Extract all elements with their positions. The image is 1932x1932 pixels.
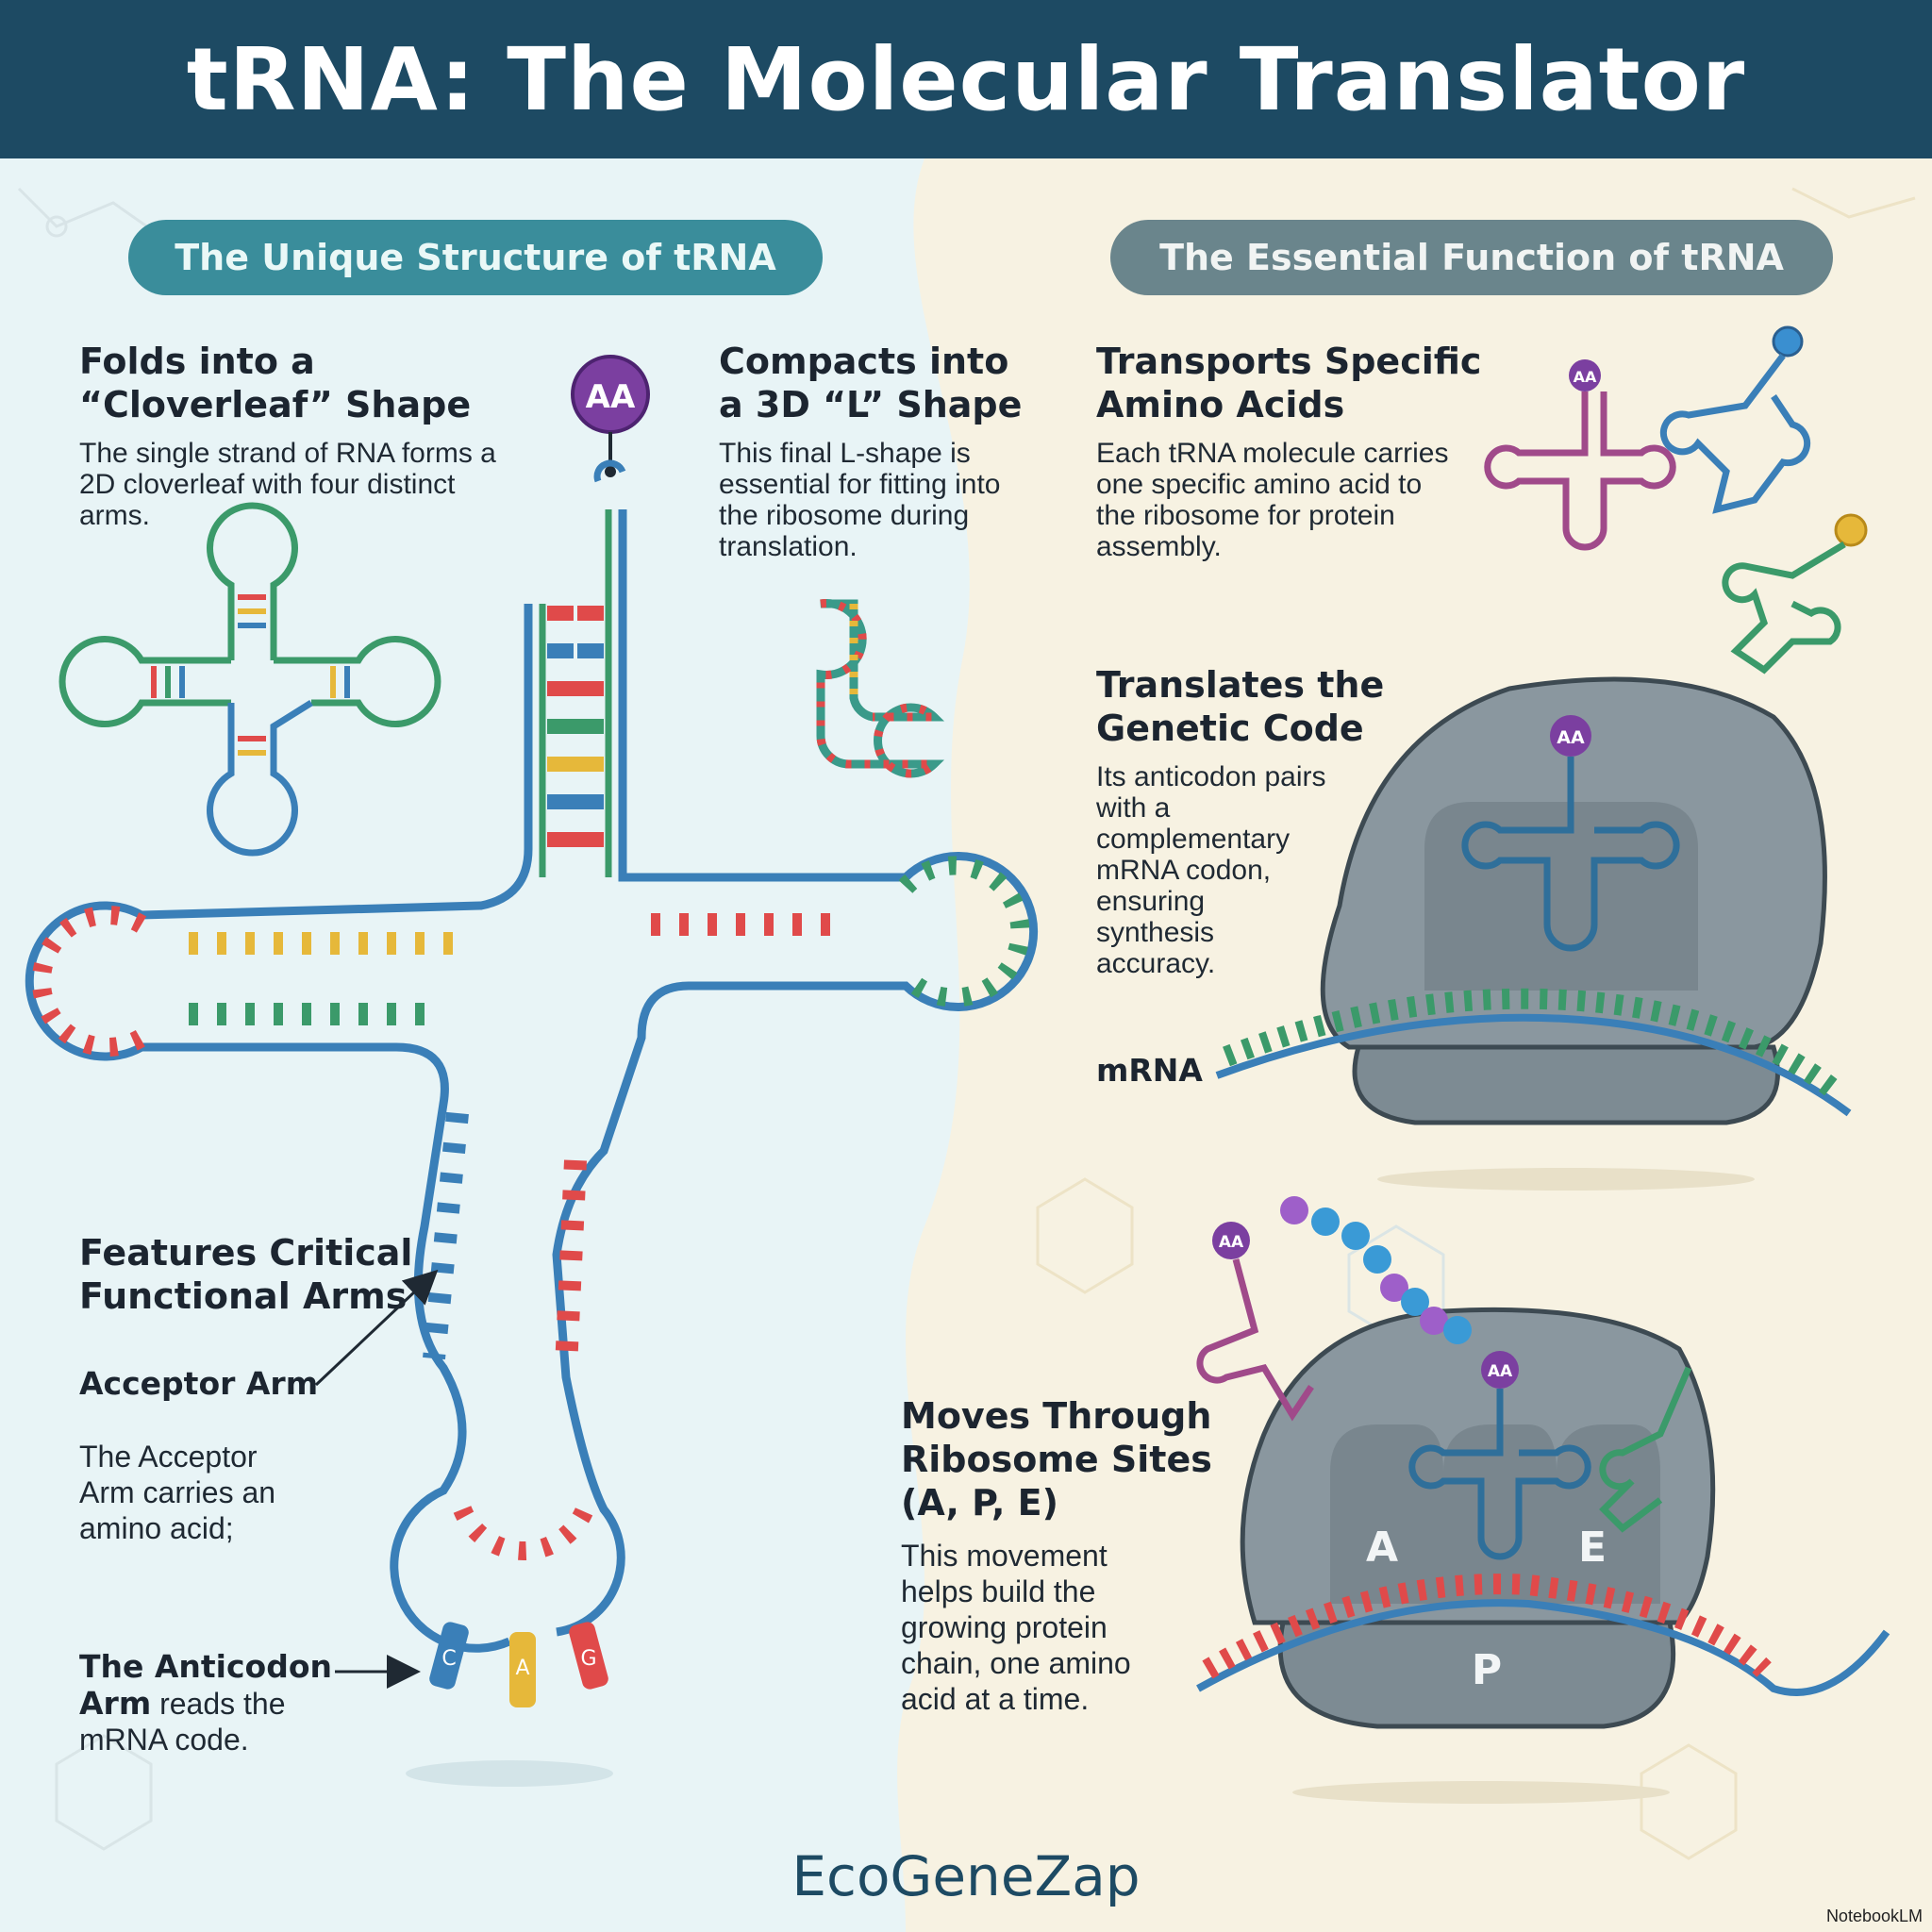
transport-trnas: AA: [1484, 325, 1868, 675]
transport-block: Transports Specific Amino Acids Each tRN…: [1096, 340, 1481, 562]
moves-body-2: helps build the: [901, 1574, 1096, 1608]
page-title: tRNA: The Molecular Translator: [186, 28, 1746, 130]
transport-body-4: assembly.: [1096, 531, 1222, 562]
translate-body-2: with a: [1096, 792, 1171, 824]
anticodon-letter-2: A: [515, 1657, 529, 1680]
moves-heading-3: (A, P, E): [901, 1482, 1059, 1524]
moves-block: Moves Through Ribosome Sites (A, P, E) T…: [901, 1394, 1212, 1717]
moves-body-5: acid at a time.: [901, 1682, 1090, 1716]
section-pill-structure: The Unique Structure of tRNA: [128, 220, 823, 295]
translate-body-1: Its anticodon pairs: [1096, 761, 1326, 792]
notebooklm-watermark: NotebookLM: [1825, 1907, 1923, 1925]
translate-body-7: accuracy.: [1096, 948, 1216, 979]
cloverleaf-heading-2: “Cloverleaf” Shape: [79, 384, 472, 425]
anticodon-rest: reads the: [151, 1687, 286, 1721]
aa-label-ribosome-1: AA: [1557, 727, 1585, 748]
l-shape-trna: [816, 599, 945, 778]
lshape-body-2: essential for fitting into: [719, 469, 1001, 500]
lshape-body-3: the ribosome during: [719, 500, 970, 531]
aa-label-ribosome-2b: AA: [1488, 1362, 1513, 1381]
moves-heading-1: Moves Through: [901, 1395, 1212, 1437]
acceptor-body-3: amino acid;: [79, 1511, 234, 1545]
small-cloverleaf: [58, 502, 441, 857]
anticodon-bold-1: The Anticodon: [79, 1648, 333, 1685]
peptide-chain: [1280, 1196, 1472, 1344]
big-aa-label: AA: [586, 378, 636, 416]
aa-label-small-1: AA: [1574, 368, 1597, 386]
lshape-body-4: translation.: [719, 531, 858, 562]
acceptor-arm-label: Acceptor Arm: [79, 1365, 319, 1402]
cloverleaf-block: Folds into a “Cloverleaf” Shape The sing…: [79, 340, 496, 531]
arms-heading-1: Features Critical: [79, 1232, 413, 1274]
cloverleaf-body-2: 2D cloverleaf with four distinct: [79, 469, 456, 500]
translate-heading-1: Translates the: [1096, 664, 1385, 706]
moves-body-3: growing protein: [901, 1610, 1108, 1644]
lshape-body-1: This final L-shape is: [719, 438, 971, 469]
anticodon-bases: C A G: [429, 1622, 608, 1707]
anticodon-bold-2: Arm: [79, 1685, 152, 1722]
aa-label-ribosome-2a: AA: [1219, 1233, 1244, 1252]
transport-body-2: one specific amino acid to: [1096, 469, 1423, 500]
acceptor-body: The Acceptor Arm carries an amino acid;: [79, 1439, 275, 1546]
translate-body-4: mRNA codon,: [1096, 855, 1272, 886]
arms-heading-2: Functional Arms: [79, 1275, 408, 1317]
ribosome-translate: AA: [1215, 676, 1852, 1191]
lshape-block: Compacts into a 3D “L” Shape This final …: [719, 340, 1022, 562]
cloverleaf-body-1: The single strand of RNA forms a: [79, 438, 496, 469]
translate-heading-2: Genetic Code: [1096, 708, 1364, 749]
anticodon-letter-1: C: [441, 1647, 456, 1671]
acceptor-arrow: [314, 1269, 439, 1387]
moves-body-4: chain, one amino: [901, 1646, 1131, 1680]
arms-block: Features Critical Functional Arms: [79, 1231, 412, 1318]
moves-heading-2: Ribosome Sites: [901, 1439, 1212, 1480]
big-trna: AA C A: [25, 355, 1039, 1787]
translate-block: Translates the Genetic Code Its anticodo…: [1096, 663, 1384, 979]
lshape-heading-1: Compacts into: [719, 341, 1009, 382]
acceptor-body-1: The Acceptor: [79, 1440, 258, 1474]
transport-body-1: Each tRNA molecule carries: [1096, 438, 1449, 469]
moves-body-1: This movement: [901, 1539, 1108, 1573]
title-banner: tRNA: The Molecular Translator: [0, 0, 1932, 158]
transport-heading-2: Amino Acids: [1096, 384, 1345, 425]
mrna-label: mRNA: [1096, 1052, 1203, 1089]
translate-body-6: synthesis: [1096, 917, 1215, 948]
anticodon-letter-3: G: [580, 1647, 596, 1671]
anticodon-last: mRNA code.: [79, 1723, 249, 1757]
ribosome-sites: A E P AA AA: [1196, 1196, 1890, 1804]
section-pill-function: The Essential Function of tRNA: [1110, 220, 1833, 295]
translate-body-3: complementary: [1096, 824, 1291, 855]
cloverleaf-body-3: arms.: [79, 500, 150, 531]
site-e-label: E: [1578, 1524, 1607, 1572]
site-a-label: A: [1366, 1524, 1398, 1572]
anticodon-block: The Anticodon Arm reads the mRNA code.: [79, 1648, 332, 1757]
translate-body-5: ensuring: [1096, 886, 1206, 917]
acceptor-body-2: Arm carries an: [79, 1475, 276, 1509]
cloverleaf-heading-1: Folds into a: [79, 341, 315, 382]
transport-heading-1: Transports Specific: [1096, 341, 1482, 382]
transport-body-3: the ribosome for protein: [1096, 500, 1395, 531]
site-p-label: P: [1472, 1646, 1502, 1694]
brand-logo-text: EcoGeneZap: [791, 1844, 1141, 1908]
lshape-heading-2: a 3D “L” Shape: [719, 384, 1023, 425]
